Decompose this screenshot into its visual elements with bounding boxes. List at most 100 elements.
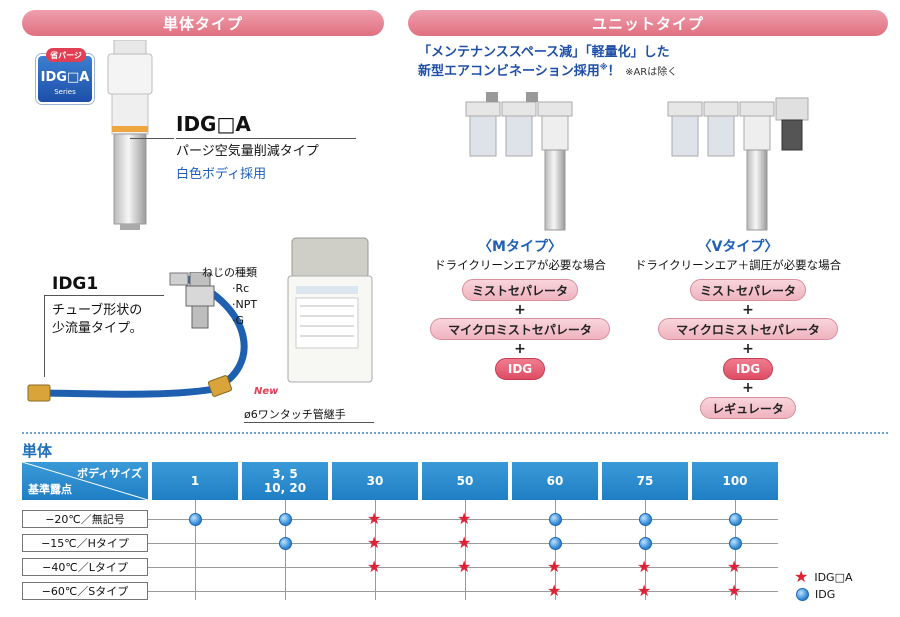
idg1-leader-horizontal [44, 295, 164, 296]
badge-label-sub: Series [54, 88, 76, 96]
table-corner-header: ボディサイズ 基準露点 [22, 462, 148, 500]
table-column-gridline [465, 500, 466, 600]
thread-type-rc: ·Rc [232, 282, 250, 295]
v-type-plus-1: + [742, 302, 754, 318]
table-column-header: 60 [512, 462, 598, 500]
idga-underline [176, 138, 356, 139]
badge-label-main: IDG□A [40, 70, 90, 85]
table-row-gridline [148, 591, 778, 592]
corner-label-dew-point: 基準露点 [28, 483, 72, 496]
idg-box-product-image [287, 237, 373, 383]
idg-circle-icon [548, 512, 562, 526]
v-type-item-mist-separator: ミストセパレータ [690, 279, 806, 301]
fitting-underline [244, 422, 374, 423]
m-type-plus-1: + [514, 302, 526, 318]
m-type-item-micro-mist-separator: マイクロミストセパレータ [430, 318, 610, 340]
v-type-item-micro-mist-separator: マイクロミストセパレータ [658, 318, 838, 340]
legend-circle-label: IDG [815, 588, 836, 601]
m-type-plus-2: + [514, 341, 526, 357]
table-row-label: −40℃／Lタイプ [22, 558, 148, 576]
corner-diagonal [22, 462, 148, 500]
idga-series-badge: 省パージ IDG□A Series [36, 48, 94, 104]
unit-headline-line1: 「メンテナンススペース減」「軽量化」した [418, 45, 670, 60]
table-section-title: 単体 [22, 442, 53, 460]
table-column-header: 1 [152, 462, 238, 500]
idga-description: パージ空気量削減タイプ [176, 144, 319, 159]
idg-circle-icon [278, 512, 292, 526]
idga-star-icon: ★ [727, 557, 742, 576]
v-type-item-regulator: レギュレータ [700, 397, 796, 419]
legend-star-label: IDG□A [814, 570, 853, 584]
table-row-gridline [148, 543, 778, 544]
idg1-desc-line2: 少流量タイプ。 [52, 321, 143, 336]
idg1-desc-line1: チューブ形状の [52, 303, 143, 318]
idg-circle-icon [638, 536, 652, 550]
table-row-gridline [148, 567, 778, 568]
idga-product-image [107, 40, 153, 230]
idg-circle-icon [188, 512, 202, 526]
fitting-label: ø6ワンタッチ管継手 [244, 408, 346, 421]
table-column-gridline [195, 500, 196, 600]
unit-headline-excl: ！ [607, 64, 621, 79]
table-row-label: −20℃／無記号 [22, 510, 148, 528]
unit-headline-text: 新型エアコンビネーション採用 [418, 64, 600, 79]
idga-title: IDG□A [176, 112, 251, 136]
unit-headline-mark: ※ [599, 62, 608, 72]
v-type-plus-3: + [742, 380, 754, 396]
new-badge: New [254, 386, 279, 397]
m-type-item-idg: IDG [495, 358, 545, 380]
idg-circle-icon [548, 536, 562, 550]
idg-circle-icon [278, 536, 292, 550]
v-type-title: 〈Vタイプ〉 [697, 239, 779, 255]
m-type-title: 〈Mタイプ〉 [478, 239, 562, 255]
v-type-plus-2: + [742, 341, 754, 357]
table-column-header: 50 [422, 462, 508, 500]
idga-star-icon: ★ [727, 581, 742, 600]
thread-type-npt: ·NPT [232, 298, 258, 311]
m-type-unit-image [465, 92, 573, 231]
table-column-header: 100 [692, 462, 778, 500]
table-row-gridline [148, 519, 778, 520]
v-type-unit-image [667, 97, 809, 231]
unit-headline-line2: 新型エアコンビネーション採用※！ ※ARは除く [418, 60, 677, 79]
table-column-gridline [555, 500, 556, 600]
table-column-header: 30 [332, 462, 418, 500]
table-column-gridline [285, 500, 286, 600]
idga-star-icon: ★ [457, 533, 472, 552]
table-column-header: 3, 5 10, 20 [242, 462, 328, 500]
thread-types-title: ねじの種類 [202, 266, 257, 279]
idga-star-icon: ★ [457, 509, 472, 528]
fitting-image [185, 272, 215, 329]
corner-label-body-size: ボディサイズ [77, 467, 142, 480]
idga-star-icon: ★ [367, 557, 382, 576]
table-row-label: −60℃／Sタイプ [22, 582, 148, 600]
idga-star-icon: ★ [367, 533, 382, 552]
m-type-description: ドライクリーンエアが必要な場合 [434, 258, 606, 272]
idga-star-icon: ★ [637, 557, 652, 576]
idga-star-icon: ★ [367, 509, 382, 528]
idga-body-note: 白色ボディ採用 [176, 167, 267, 182]
section-divider [22, 432, 888, 434]
idg-circle-icon [638, 512, 652, 526]
idg-circle-icon [728, 512, 742, 526]
idga-leader-line [130, 138, 174, 139]
thread-type-g: ·G [232, 314, 245, 327]
table-column-gridline [375, 500, 376, 600]
legend-circle-icon [796, 588, 809, 601]
single-type-header: 単体タイプ [22, 10, 384, 36]
legend-star-icon: ★ [794, 567, 809, 586]
table-column-header: 75 [602, 462, 688, 500]
idga-star-icon: ★ [457, 557, 472, 576]
unit-type-header: ユニットタイプ [408, 10, 888, 36]
idga-star-icon: ★ [547, 557, 562, 576]
unit-headline-note: ※ARは除く [625, 67, 678, 78]
v-type-item-idg: IDG [723, 358, 773, 380]
idg1-leader-vertical [44, 295, 45, 377]
m-type-item-mist-separator: ミストセパレータ [462, 279, 578, 301]
legend-circle: IDG [796, 588, 835, 601]
idg1-title: IDG1 [52, 274, 99, 294]
badge-label-top: 省パージ [46, 48, 86, 62]
v-type-description: ドライクリーンエア＋調圧が必要な場合 [634, 258, 842, 272]
table-column-gridline [645, 500, 646, 600]
idg-circle-icon [728, 536, 742, 550]
